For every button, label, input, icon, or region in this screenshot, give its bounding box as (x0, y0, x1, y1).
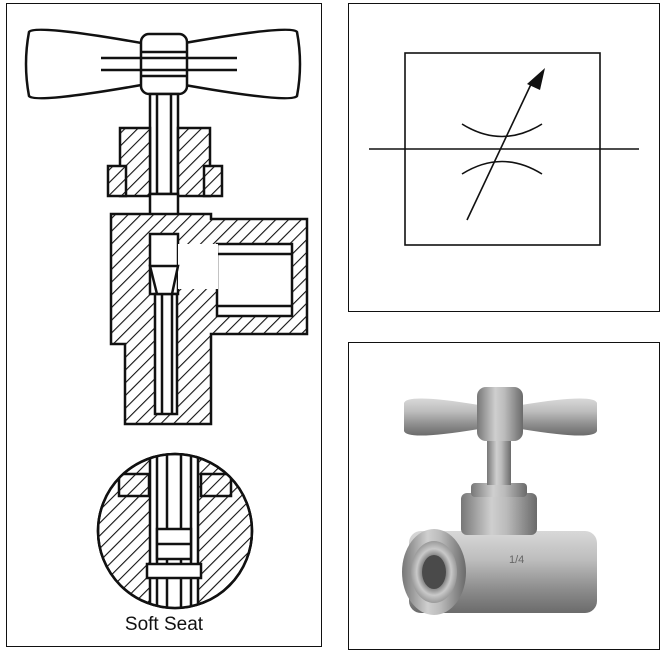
handle-hub (477, 387, 523, 441)
t-handle (24, 28, 302, 100)
restriction-arc-bottom (461, 160, 543, 175)
needle-valve-photo: 1/4 (402, 387, 597, 615)
restriction-arc-top (461, 123, 543, 138)
adjust-arrow-line (466, 79, 534, 221)
valve-cross-section-drawing (24, 28, 309, 610)
valve-stem (148, 92, 180, 196)
cross-section-panel: Soft Seat (6, 3, 322, 647)
handle-right-wing (521, 398, 597, 436)
bonnet-nut (106, 126, 224, 236)
adjustable-restrictor-symbol (369, 52, 639, 246)
soft-seat-detail (96, 452, 254, 610)
valve-photo-panel: 1/4 (348, 342, 660, 650)
valve-body (109, 212, 309, 426)
svg-text:1/4: 1/4 (509, 554, 524, 566)
adjust-arrow-head (527, 68, 545, 90)
flow-control-symbol-panel (348, 3, 660, 312)
soft-seat-caption: Soft Seat (124, 614, 204, 635)
handle-left-wing (404, 398, 479, 436)
stem (487, 438, 511, 485)
bonnet (461, 493, 537, 535)
